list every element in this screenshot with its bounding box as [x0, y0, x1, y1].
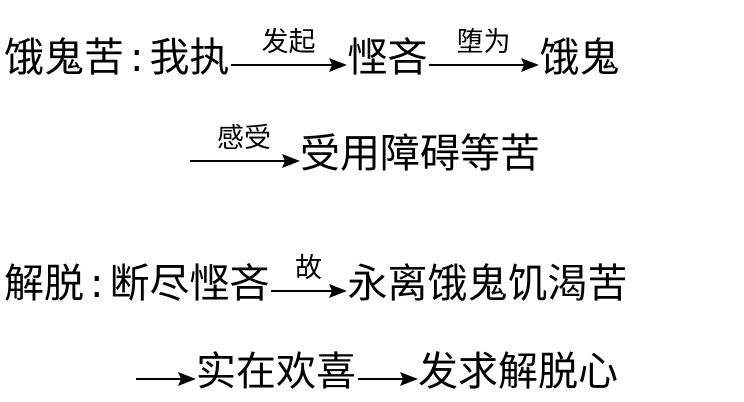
self-grasping-node: 我执 — [149, 35, 230, 81]
arrow-right-icon — [358, 372, 418, 386]
arrow-label-experience: 感受 — [217, 123, 271, 154]
colon: : — [130, 35, 144, 81]
arrow-right-icon — [136, 372, 196, 386]
arrow-label-therefore: 故 — [294, 253, 322, 284]
obstructed-enjoyment-suffering-node: 受用障碍等苦 — [300, 131, 540, 177]
arrow-right-icon — [231, 58, 348, 72]
line-1: 饿鬼苦 : 我执 发起 悭吝 堕为 饿鬼 — [4, 29, 620, 81]
seek-liberation-node: 发求解脱心 — [418, 349, 618, 395]
hungry-ghost-node: 饿鬼 — [539, 35, 620, 81]
arrow-label-initiate: 发起 — [261, 27, 316, 58]
line-4: 实在欢喜 发求解脱心 — [134, 352, 618, 392]
arrow-plain-1 — [134, 352, 196, 392]
arrow-therefore: 故 — [269, 255, 348, 304]
arrow-label-fall-into: 堕为 — [456, 27, 511, 58]
liberation-label: 解脱 — [4, 261, 84, 307]
arrow-right-icon — [429, 58, 540, 72]
arrow-plain-2 — [356, 352, 418, 392]
arrow-initiate: 发起 — [229, 29, 348, 78]
end-stinginess-node: 断尽悭吝 — [109, 261, 270, 307]
line-2: 感受 受用障碍等苦 — [188, 125, 540, 177]
colon: : — [90, 261, 104, 307]
hungry-ghost-suffering-label: 饿鬼苦 — [4, 35, 124, 81]
free-from-hunger-thirst-node: 永离饿鬼饥渴苦 — [347, 261, 628, 307]
true-joy-node: 实在欢喜 — [196, 349, 356, 395]
arrow-fall-into: 堕为 — [427, 29, 540, 78]
line-3: 解脱 : 断尽悭吝 故 永离饿鬼饥渴苦 — [4, 255, 628, 307]
arrow-experience: 感受 — [188, 125, 300, 174]
arrow-right-icon — [190, 154, 300, 168]
stinginess-node: 悭吝 — [347, 35, 428, 81]
arrow-right-icon — [271, 284, 348, 298]
